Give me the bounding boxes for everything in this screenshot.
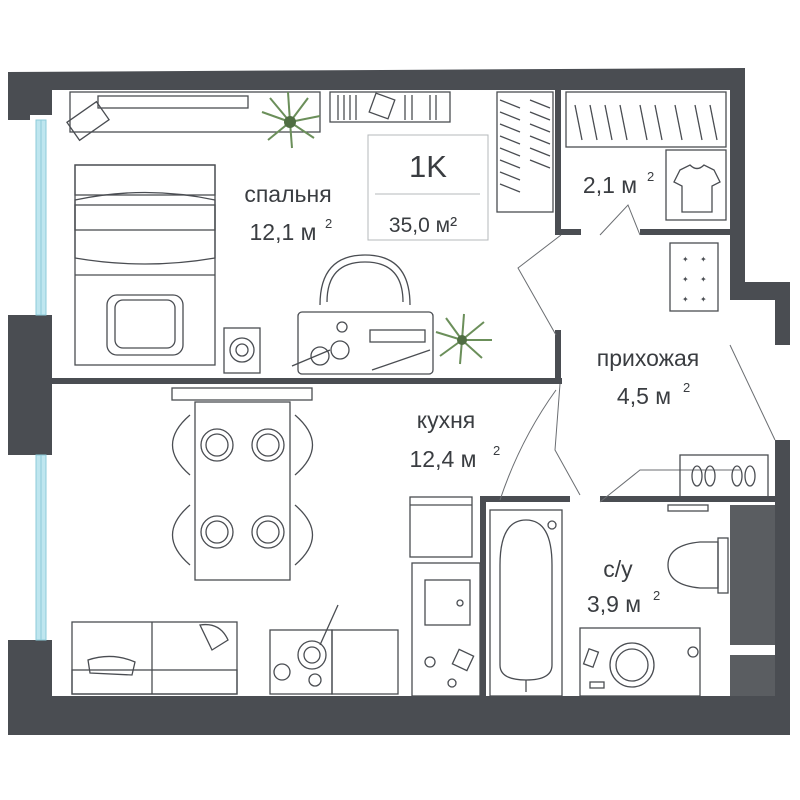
wardrobe-icon bbox=[496, 91, 554, 213]
bed-icon bbox=[74, 164, 216, 366]
sofa-icon bbox=[71, 621, 238, 695]
wardrobe-shelf-top bbox=[66, 91, 321, 142]
svg-text:✦: ✦ bbox=[682, 255, 689, 264]
room-area: 4,5 м bbox=[617, 383, 671, 409]
plant-icon bbox=[435, 313, 492, 365]
area-superscript: 2 bbox=[653, 588, 660, 603]
books-shelf bbox=[329, 91, 451, 123]
bathtub-icon bbox=[489, 509, 563, 697]
area-superscript: 2 bbox=[683, 380, 690, 395]
room-name: с/у bbox=[603, 556, 633, 582]
room-label-closet: 2,1 м 2 bbox=[583, 169, 654, 198]
svg-text:✦: ✦ bbox=[682, 275, 689, 284]
area-superscript: 2 bbox=[325, 216, 332, 231]
room-label-bathroom: с/у 3,9 м 2 bbox=[587, 556, 660, 617]
room-label-hallway: прихожая 4,5 м 2 bbox=[597, 345, 700, 409]
washing-machine-icon bbox=[223, 327, 261, 374]
stove-icon bbox=[269, 604, 399, 695]
area-superscript: 2 bbox=[493, 443, 500, 458]
desk-icon bbox=[291, 254, 434, 375]
shoes-icon bbox=[667, 454, 769, 512]
room-area: 2,1 м bbox=[583, 172, 637, 198]
room-label-kitchen: кухня 12,4 м 2 bbox=[410, 407, 501, 472]
dining-table-icon bbox=[171, 387, 314, 581]
room-area: 3,9 м bbox=[587, 591, 641, 617]
apartment-type-label: 1K bbox=[409, 149, 447, 184]
room-area: 12,4 м bbox=[410, 446, 477, 472]
room-name: прихожая bbox=[597, 345, 700, 371]
apartment-type-badge: 1K 35,0 м² bbox=[367, 134, 489, 241]
svg-text:✦: ✦ bbox=[682, 295, 689, 304]
wardrobe-icon bbox=[565, 91, 727, 221]
outer-walls bbox=[8, 68, 790, 735]
area-superscript: 2 bbox=[647, 169, 654, 184]
tshirt-icon bbox=[673, 164, 721, 213]
toilet-icon bbox=[667, 537, 729, 594]
window-left-upper bbox=[35, 119, 47, 316]
fridge-icon bbox=[409, 496, 473, 558]
room-label-bedroom: спальня 12,1 м 2 bbox=[244, 181, 332, 245]
svg-text:✦: ✦ bbox=[700, 255, 707, 264]
svg-text:✦: ✦ bbox=[700, 275, 707, 284]
window-left-lower bbox=[35, 454, 47, 641]
rug-icon: ✦ ✦ ✦ ✦ ✦ ✦ bbox=[669, 242, 719, 312]
plant-icon bbox=[261, 91, 321, 149]
washbasin-icon bbox=[579, 627, 701, 697]
room-name: спальня bbox=[244, 181, 331, 207]
room-name: кухня bbox=[417, 407, 475, 433]
svg-text:✦: ✦ bbox=[700, 295, 707, 304]
room-area: 12,1 м bbox=[250, 219, 317, 245]
sink-icon bbox=[411, 562, 481, 697]
total-area-label: 35,0 м² bbox=[389, 214, 457, 237]
